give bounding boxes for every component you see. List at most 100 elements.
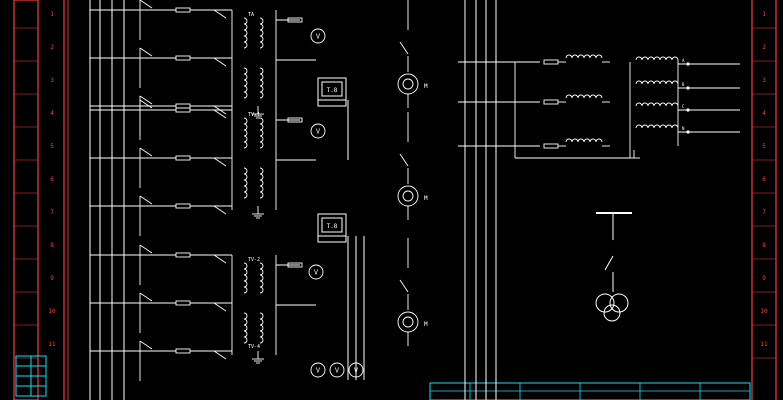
zone-label: 9 [762,275,766,282]
transformer-coil [243,117,248,149]
transformer-tag: TV-2 [248,257,260,263]
measurement-circuit: TV-1 [90,99,316,236]
output-label: N [682,126,685,131]
power-phase-line [458,94,610,105]
power-transformer-section: A B C N [458,54,740,159]
output-winding: N [635,124,740,134]
zone-label: 1 [762,11,766,18]
zone-label: 3 [762,77,766,84]
transformer-coil [259,262,264,294]
relay-box-1: T.8 [317,77,347,107]
transformer-coil [635,124,679,129]
resistor-symbol [175,7,191,13]
transformer-coil [635,56,679,61]
transformer-unit-bottom [595,212,632,322]
output-label: B [682,82,685,87]
transformer-coil [565,94,603,99]
zone-label: 11 [760,341,768,348]
zone-label: 4 [50,110,54,117]
transformer-coil [243,17,248,49]
relay-box-label: T.8 [327,223,338,230]
bottom-title-block [429,382,751,400]
measurement-circuit: TA [90,0,316,136]
zone-label: 8 [50,242,54,249]
transformer-coil [635,80,679,85]
transformer-coil [259,312,264,344]
generator-symbol: M [397,0,428,108]
transformer-coil [243,67,248,99]
power-phase-line [458,138,610,149]
zone-label: 10 [760,308,768,315]
terminal-dot [686,86,690,90]
generator-symbol: M [397,238,428,346]
zone-label: 6 [50,176,54,183]
zone-label: 2 [50,44,54,51]
measurement-feeders [347,100,365,380]
zone-label: 11 [48,341,56,348]
zone-label: 4 [762,110,766,117]
resistor-symbol [287,262,303,268]
output-winding: B [635,80,740,90]
voltmeter-symbol: V [308,264,324,280]
transformer-coil [565,54,603,59]
zone-label: 8 [762,242,766,249]
terminal-dot [686,62,690,66]
resistor-symbol [543,99,559,105]
voltmeter-symbol: V [310,362,326,378]
transformer-coil [259,117,264,149]
resistor-symbol [175,348,191,354]
relay-box-2: T.8 [317,213,347,243]
zone-label: 9 [50,275,54,282]
generator-symbol: M [397,112,428,220]
generator-label: M [424,321,428,328]
resistor-symbol [543,59,559,65]
terminal-dot [686,130,690,134]
output-winding: C [635,102,740,112]
left-bus-bars [89,0,125,400]
transformer-tag: TA [248,12,254,18]
resistor-symbol [175,203,191,209]
voltmeter-symbol: V [310,123,326,139]
resistor-symbol [175,55,191,61]
resistor-symbol [175,103,191,109]
resistor-symbol [175,252,191,258]
voltmeter-symbol: V [310,28,326,44]
voltmeter-symbol: V [329,362,345,378]
transformer-coil [243,262,248,294]
zone-label: 5 [762,143,766,150]
resistor-symbol [543,143,559,149]
zone-label: 3 [50,77,54,84]
transformer-coil [259,67,264,99]
transformer-tag: TV-1 [248,112,260,118]
power-phase-line [458,54,610,65]
generator-label: M [424,83,428,90]
zone-label: 7 [762,209,766,216]
measurement-circuit: TV-2 [90,244,316,381]
zone-label: 2 [762,44,766,51]
zone-label: 10 [48,308,56,315]
meter-label: V [316,33,321,41]
left-title-stamp [15,355,47,397]
meter-label: V [316,128,321,136]
resistor-symbol [287,17,303,23]
transformer-coil [259,17,264,49]
resistor-symbol [175,107,191,113]
generator-column: M M M [397,0,428,346]
meter-label: V [314,269,319,277]
transformer-tag: TV-4 [248,344,260,350]
meter-label: V [316,367,321,375]
zone-label: 5 [50,143,54,150]
resistor-symbol [287,117,303,123]
output-label: A [682,58,685,63]
meter-label: V [335,367,340,375]
transformer-coil [243,167,248,199]
zone-label: 1 [50,11,54,18]
resistor-symbol [175,155,191,161]
terminal-dot [686,108,690,112]
